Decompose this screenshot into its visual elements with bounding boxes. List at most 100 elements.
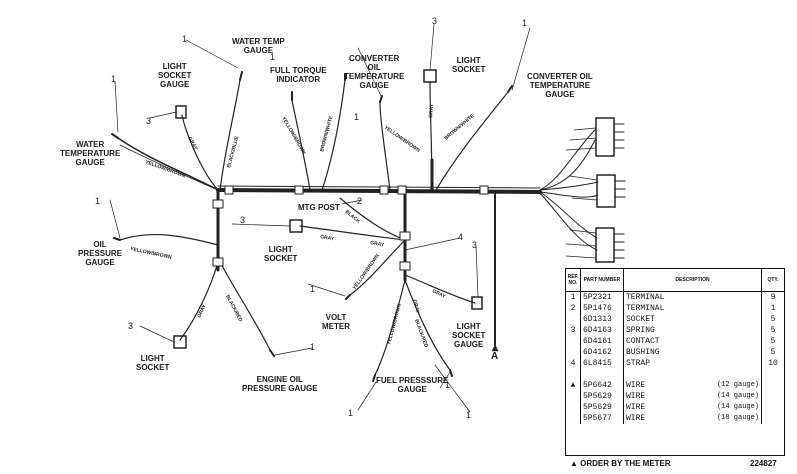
cell-desc: CONTACT [623,336,762,347]
callout-number: 3 [128,321,134,331]
cell-desc: STRAP [623,358,762,369]
cell-desc: SPRING [623,325,762,336]
label-fuel-pressure-gauge: FUEL PRESSSURE GAUGE [376,376,449,394]
table-row: 6D4162 BUSHING 5 [566,347,784,358]
table-spacer-row [566,369,784,380]
connector-top [595,117,615,157]
cell-ref: 2 [566,303,581,314]
cell-part: 5P6642 [580,380,624,391]
cell-part: 5P1476 [580,303,624,314]
table-row: 6D1313 SOCKET 5 [566,314,784,325]
cell-desc: WIRE (14 gauge) [623,402,762,413]
wire-label: GRAY [370,240,385,248]
callout-number: 1 [310,342,316,352]
socket-top-left [175,105,187,119]
label-light-socket-gauge: LIGHT SOCKET GAUGE [158,62,192,89]
label-oil-pressure-gauge: OIL PRESSURE GAUGE [78,240,123,267]
label-converter-oil-temp-gauge-right: CONVERTER OIL TEMPERATURE GAUGE [527,72,593,99]
callout-number: 3 [146,116,152,126]
cell-ref [566,314,581,325]
table-row: 4 6L8415 STRAP 10 [566,358,784,369]
cell-gauge: (14 gauge) [716,392,759,400]
cell-desc: WIRE (14 gauge) [623,391,762,402]
socket-top-right [423,69,437,83]
wire-label: GRAY [431,288,447,300]
callout-number: 4 [458,232,464,242]
cell-ref [566,391,581,402]
label-water-temperature-gauge: WATER TEMPERATURE GAUGE [60,140,121,167]
harness-trunk [216,188,542,194]
label-mtg-post: MTG POST [298,203,340,212]
cell-qty: 10 [768,359,778,368]
table-row: 3 6D4163 SPRING 5 [566,325,784,336]
wire-label: YELLOW/BROWN [386,303,403,346]
cell-desc: TERMINAL [623,291,762,303]
callout-number: 1 [348,408,354,418]
cell-gauge: (12 gauge) [716,381,759,389]
cell-qty: 5 [770,326,776,335]
cell-ref: 4 [566,358,581,369]
parts-table: REF. NO. PART NUMBER DESCRIPTION QTY. 1 … [565,268,785,456]
label-point-a: A [491,351,499,362]
callout-number: 3 [472,240,478,250]
cell-desc-text: WIRE [626,414,646,423]
cell-part: 6D1313 [580,314,624,325]
label-converter-oil-temp-gauge: CONVERTER OIL TEMPERATURE GAUGE [344,54,405,90]
label-full-torque-indicator: FULL TORQUE INDICATOR [270,66,327,84]
figure-number: 224827 [750,459,777,468]
table-row: 5P5629 WIRE (14 gauge) [566,402,784,413]
cell-desc-text: WIRE [626,403,646,412]
callout-number: 1 [310,284,316,294]
label-light-socket: LIGHT SOCKET [452,56,486,74]
cell-part: 6D4161 [580,336,624,347]
cell-qty: 5 [770,348,776,357]
cell-ref [566,413,581,424]
cell-ref: ▲ [566,380,581,391]
connector-bottom [595,227,615,263]
label-light-socket-gauge-right: LIGHT SOCKET GAUGE [452,322,486,349]
wire-label: BROWN/WHITE [443,113,476,142]
cell-ref [566,402,581,413]
wire-label: BROWN/WHITE [319,115,335,153]
cell-part: 5P5629 [580,391,624,402]
cell-ref: 1 [566,291,581,303]
wire-label: GRAY [320,234,335,242]
cell-desc: BUSHING [623,347,762,358]
wire-label: GRAY [196,303,208,319]
cell-desc: SOCKET [623,314,762,325]
cell-part: 5P2321 [580,291,624,303]
connector-mid [596,174,616,208]
cell-ref [566,347,581,358]
socket-right [471,296,483,310]
cell-desc: WIRE (12 gauge) [623,380,762,391]
cell-part: 6D4162 [580,347,624,358]
cell-desc-text: WIRE [626,381,646,390]
wire-label: BLACK/RED [413,319,429,349]
wire-label: YELLOW/BROWN [280,116,306,156]
table-row: 6D4161 CONTACT 5 [566,336,784,347]
callout-number: 1 [95,196,101,206]
wire-label: GRAY [411,299,421,315]
wire-label: YELLOW/BROWN [383,125,421,154]
table-row: 5P5629 WIRE (14 gauge) [566,391,784,402]
callout-number: 3 [240,215,246,225]
callout-number: 1 [522,18,528,28]
callout-number: 1 [270,52,276,62]
cell-qty: 9 [770,293,776,302]
harness-fan-right [539,129,599,251]
label-engine-oil-pressure-gauge: ENGINE OIL PRESSURE GAUGE [242,375,318,393]
callout-number: 1 [111,74,117,84]
wire-label: GRAY [186,136,199,152]
label-light-socket-bottom-left: LIGHT SOCKET [136,354,170,372]
cell-desc-text: WIRE [626,392,646,401]
header-qty: QTY. [761,269,784,292]
table-row: ▲ 5P6642 WIRE (12 gauge) [566,380,784,391]
cell-ref: 3 [566,325,581,336]
wire-label: GRAY [428,103,435,118]
cell-part: 5P5677 [580,413,624,424]
callout-number: 3 [432,16,438,26]
header-ref-no: REF. NO. [566,269,581,292]
header-description: DESCRIPTION [623,269,762,292]
table-row: 2 5P1476 TERMINAL 1 [566,303,784,314]
